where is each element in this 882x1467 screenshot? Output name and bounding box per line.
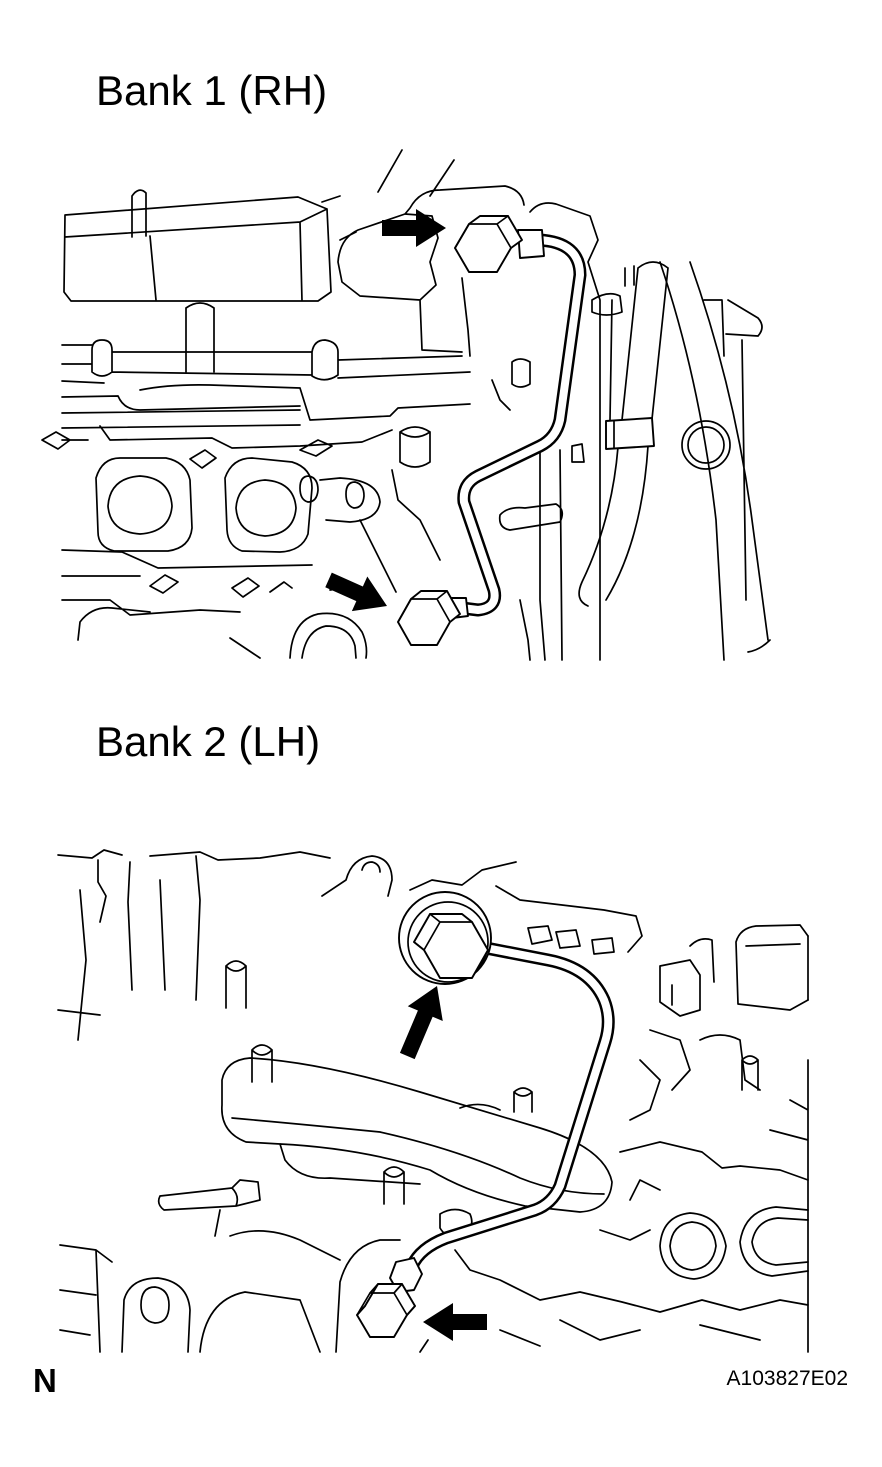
pipe-fitting-upper [517,229,545,259]
union-bolt-lower [356,1283,416,1338]
arrow-icon [325,572,387,612]
intake-port [95,457,313,553]
lower-left-components [59,1179,341,1353]
cover-stud [131,189,215,373]
upper-housing [321,855,643,955]
coolant-outlet-inner [687,426,725,464]
union-bolt-lower-edges [356,1283,416,1316]
orientation-mark: N [33,1362,57,1399]
intake-bracket [321,149,525,357]
cylinder-head-body [41,425,431,469]
arrow-icon [399,986,443,1060]
union-bolt-upper-edges [454,215,512,249]
fuel-pipe [458,235,584,614]
bank1-illustration [41,149,771,661]
block-bore [289,612,368,659]
exhaust-manifold-flange [221,1057,613,1213]
arrow-icon [423,1303,487,1341]
bank2-title: Bank 2 (LH) [96,718,321,765]
union-bolt-washer-ring [407,901,489,983]
right-housing [629,924,809,1121]
fuel-pipe [408,944,613,1270]
camshaft-housing [61,339,471,429]
exhaust-port [599,1141,809,1280]
timing-cover-edge [57,849,331,1041]
cylinder-head-cover [63,196,332,302]
coolant-outlet-port [681,420,731,470]
heater-hose [624,261,771,661]
figure-code: A103827E02 [726,1367,848,1390]
coolant-hose [578,261,669,607]
hose-clamp [605,417,655,450]
union-bolt-upper-edges [413,913,473,951]
right-edge [769,935,809,1353]
bank1-title: Bank 1 (RH) [96,67,328,114]
union-bolt-lower-edges [397,590,451,623]
bank2-illustration [57,849,809,1353]
cylinder-block-deck [61,549,313,659]
union-bolt-upper [413,913,489,979]
arrow-icon [382,209,446,247]
studs [225,960,759,1205]
